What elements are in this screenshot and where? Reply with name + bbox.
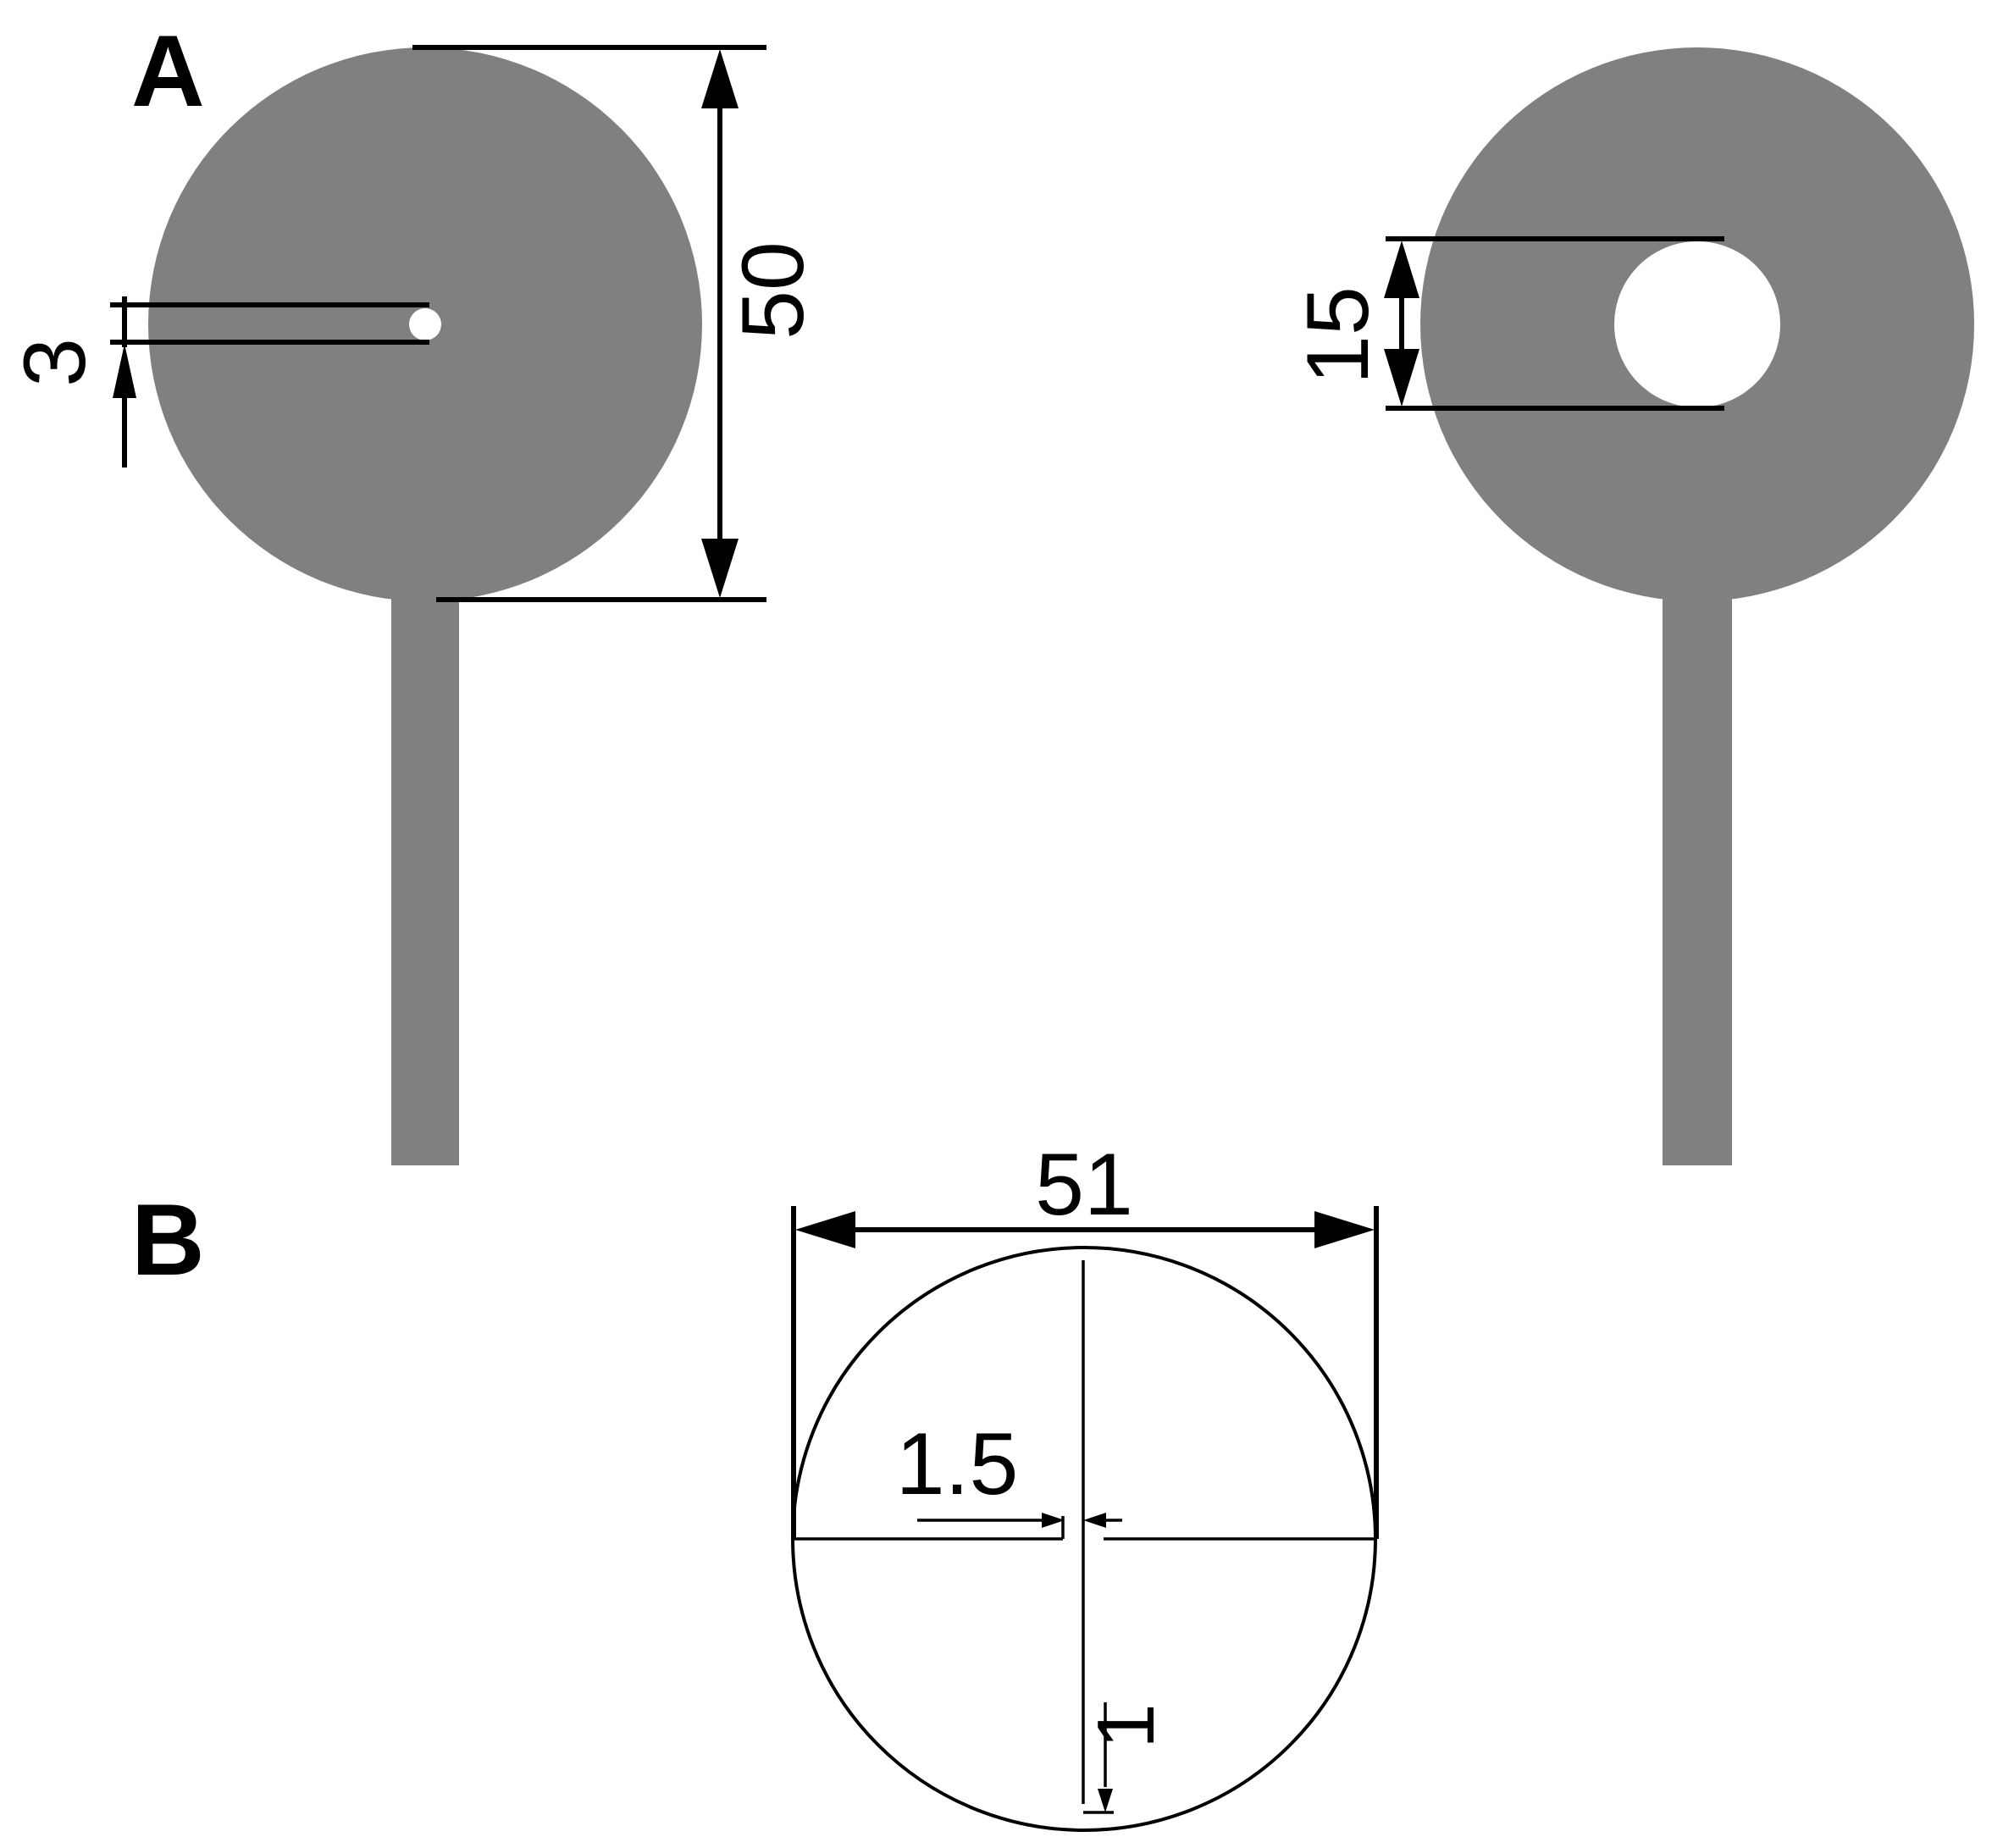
left-electrode-center-hole xyxy=(409,308,441,340)
bottom-offset-dimension: 1 xyxy=(1081,1702,1171,1814)
disk-diameter-dimension: 50 xyxy=(412,45,822,602)
panel-a-label: A xyxy=(131,14,205,128)
disk-dim-arrow-bottom xyxy=(701,539,739,598)
center-gap-dimension: 1.5 xyxy=(896,1415,1122,1539)
slot-width-dimension: 3 xyxy=(6,296,136,468)
disk-dim-arrow-top xyxy=(701,49,739,108)
outer-dim-arrow-right xyxy=(1314,1211,1375,1248)
ring-electrode xyxy=(1420,47,1974,1165)
slot-width-label: 3 xyxy=(6,338,104,387)
slot-dim-arrowhead xyxy=(113,344,136,398)
right-electrode-hole xyxy=(1614,241,1780,407)
outer-diameter-dimension: 51 xyxy=(791,1136,1379,1539)
outer-diameter-label: 51 xyxy=(1035,1136,1133,1234)
gap-arrow-left xyxy=(1042,1513,1065,1528)
bottom-offset-label: 1 xyxy=(1081,1703,1171,1748)
hole-diameter-dimension: 15 xyxy=(1289,236,1724,411)
hole-diameter-label: 15 xyxy=(1289,286,1387,385)
offset-arrowhead xyxy=(1098,1789,1113,1812)
disk-diameter-label: 50 xyxy=(724,241,822,340)
left-electrode-stem xyxy=(391,584,459,1165)
right-electrode-stem xyxy=(1663,584,1732,1165)
outer-dim-arrow-left xyxy=(795,1211,855,1248)
slotted-disk-electrode xyxy=(148,47,702,1165)
center-gap-label: 1.5 xyxy=(896,1415,1019,1513)
panel-b-label: B xyxy=(131,1183,205,1297)
gap-arrow-right xyxy=(1083,1513,1106,1528)
hole-dim-arrow-top xyxy=(1384,241,1419,298)
hole-dim-arrow-bottom xyxy=(1384,349,1419,407)
